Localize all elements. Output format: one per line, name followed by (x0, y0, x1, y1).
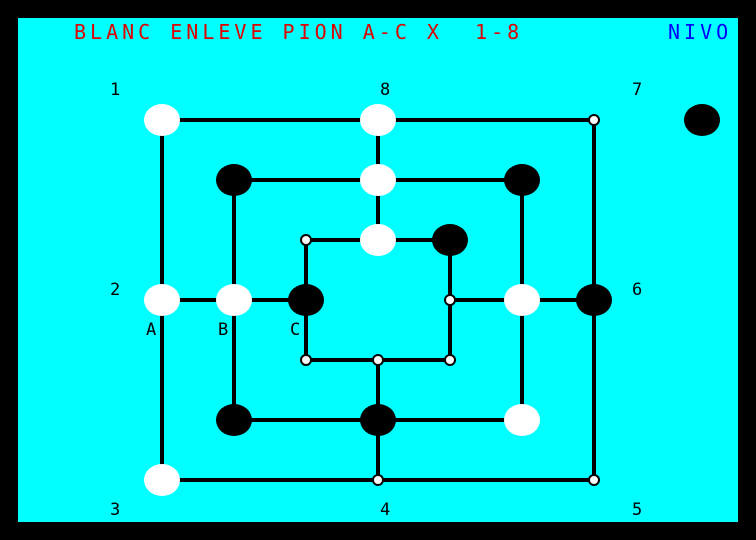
empty-point-c6[interactable] (444, 294, 456, 306)
black-piece-b3[interactable] (216, 404, 252, 436)
ring-label-b: B (218, 320, 229, 340)
game-board (144, 104, 720, 496)
ring-label-c: C (290, 320, 301, 340)
empty-point-c3[interactable] (300, 354, 312, 366)
white-piece-b6[interactable] (504, 284, 540, 316)
level-label: NIVO (668, 20, 733, 44)
empty-point-c5[interactable] (444, 354, 456, 366)
empty-point-a4[interactable] (372, 474, 384, 486)
position-label-2: 2 (110, 280, 121, 300)
game-screen: BLANC ENLEVE PION A-C X 1-8 NIVO 1 8 7 2… (18, 18, 738, 522)
white-piece-b5[interactable] (504, 404, 540, 436)
position-label-6: 6 (632, 280, 643, 300)
black-piece-c2[interactable] (288, 284, 324, 316)
position-label-4: 4 (380, 500, 391, 520)
position-label-7: 7 (632, 80, 643, 100)
empty-point-a7[interactable] (588, 114, 600, 126)
position-label-8: 8 (380, 80, 391, 100)
black-piece-b1[interactable] (216, 164, 252, 196)
status-message: BLANC ENLEVE PION A-C X 1-8 (74, 20, 524, 44)
black-piece-c7[interactable] (432, 224, 468, 256)
white-piece-a1[interactable] (144, 104, 180, 136)
white-piece-a3[interactable] (144, 464, 180, 496)
white-piece-b8[interactable] (360, 164, 396, 196)
white-piece-b2[interactable] (216, 284, 252, 316)
position-label-3: 3 (110, 500, 121, 520)
reserve-black-piece[interactable] (684, 104, 720, 136)
black-piece-a6[interactable] (576, 284, 612, 316)
position-label-5: 5 (632, 500, 643, 520)
white-piece-a2[interactable] (144, 284, 180, 316)
empty-point-c1[interactable] (300, 234, 312, 246)
black-piece-b7[interactable] (504, 164, 540, 196)
empty-point-a5[interactable] (588, 474, 600, 486)
ring-label-a: A (146, 320, 157, 340)
empty-point-c4[interactable] (372, 354, 384, 366)
position-label-1: 1 (110, 80, 121, 100)
white-piece-c8[interactable] (360, 224, 396, 256)
white-piece-a8[interactable] (360, 104, 396, 136)
black-piece-b4[interactable] (360, 404, 396, 436)
